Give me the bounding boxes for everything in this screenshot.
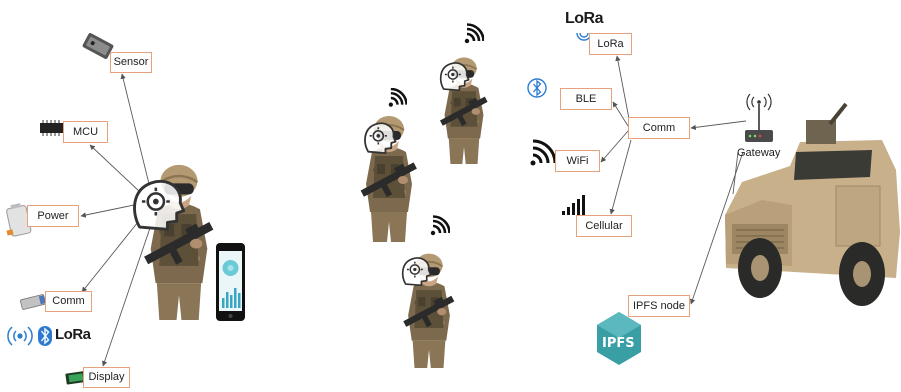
- display-label: Display: [88, 371, 125, 383]
- router-icon: [745, 93, 773, 142]
- radio-broadcast-icon: [7, 326, 33, 346]
- device-comm-label: Comm: [52, 295, 85, 307]
- sensor-label: Sensor: [113, 56, 149, 68]
- wifi-icon: [530, 139, 557, 166]
- cellular-bars-icon: [562, 195, 585, 215]
- connector-to-comm: [81, 221, 139, 293]
- ipfs-logo-text: IPFS: [602, 336, 635, 351]
- cellular-label: Cellular: [585, 220, 623, 232]
- brain-circuit-icon: [364, 122, 397, 155]
- chip-icon: [40, 120, 63, 136]
- display-box: Display: [83, 367, 130, 388]
- lora-label: LoRa: [597, 38, 624, 50]
- signal-icon: [430, 214, 450, 237]
- device-lora-logo: LoRa: [55, 326, 91, 343]
- brain-circuit-icon: [439, 62, 470, 92]
- connector-to-display: [102, 227, 151, 367]
- connector-gateway-to-comm: [690, 120, 747, 131]
- connector-gateway-to-ipfs-node: [690, 151, 744, 305]
- mcu-label: MCU: [72, 126, 99, 138]
- cellular-box: Cellular: [576, 215, 632, 237]
- network-comm-box: Comm: [628, 117, 690, 139]
- sensor-device-icon: [82, 33, 114, 59]
- bluetooth-icon: [38, 326, 52, 346]
- brain-circuit-icon: [401, 257, 432, 287]
- sensor-box: Sensor: [110, 52, 152, 73]
- signal-icon: [464, 22, 484, 45]
- lora-box: LoRa: [589, 33, 632, 55]
- battery-icon: [6, 203, 32, 237]
- connector-gateway-to-vehicle: [732, 151, 739, 195]
- wifi-label: WiFi: [566, 155, 589, 167]
- gateway-label: Gateway: [737, 147, 781, 159]
- connector-comm-to-cellular: [609, 139, 632, 215]
- connector-to-mcu: [89, 144, 141, 193]
- connector-comm-to-ble: [612, 101, 629, 127]
- ipfs-node-label: IPFS node: [633, 300, 685, 312]
- connector-comm-to-lora: [615, 55, 631, 125]
- brain-circuit-icon: [133, 179, 186, 231]
- ble-label: BLE: [575, 93, 597, 105]
- power-label: Power: [37, 210, 69, 222]
- ipfs-logo-icon: [597, 312, 641, 365]
- power-box: Power: [27, 205, 79, 227]
- ipfs-node-box: IPFS node: [628, 295, 690, 317]
- device-comm-box: Comm: [45, 291, 92, 312]
- bluetooth-icon: [527, 78, 547, 98]
- ble-box: BLE: [560, 88, 612, 110]
- wifi-box: WiFi: [555, 150, 600, 172]
- connector-comm-to-wifi: [600, 130, 629, 163]
- connector-to-sensor: [120, 73, 151, 189]
- mcu-box: MCU: [63, 121, 108, 143]
- smartphone-icon: [216, 243, 245, 321]
- network-lora-logo: LoRa: [565, 10, 604, 27]
- comm-module-icon: [20, 294, 46, 310]
- signal-icon: [388, 88, 407, 108]
- humvee-icon: [725, 102, 900, 306]
- connector-to-power: [80, 204, 135, 218]
- network-comm-label: Comm: [642, 122, 676, 134]
